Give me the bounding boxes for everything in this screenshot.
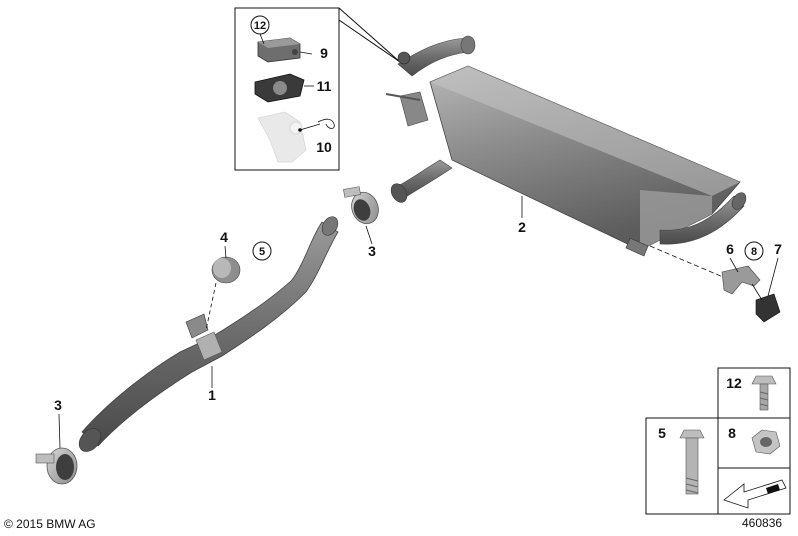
copyright-notice: © 2015 BMW AG [4,517,96,531]
rubber-mount [205,256,241,331]
clamp-upper [343,186,379,225]
legend-nut-number: 8 [728,425,736,441]
clamp-lower [35,447,78,485]
screw-long-icon [679,429,705,495]
legend-screw-short-number: 12 [726,375,742,391]
callout-gasket: 11 [317,78,332,94]
callout-clamp-lower: 3 [54,397,62,413]
rear-silencer [385,35,747,257]
leader-lines [58,196,779,449]
nut-icon [751,429,781,455]
callout-bracket-screw: 8 [751,246,757,258]
callout-actuator-screw: 12 [254,20,266,32]
callout-rubber-mount: 4 [220,229,228,245]
callout-bracket: 6 [726,241,734,257]
callout-clamp-upper: 3 [368,243,376,259]
callout-mount-screw: 5 [259,246,265,258]
arrow-symbol-icon [723,479,787,509]
rear-bracket [649,245,781,323]
callout-vacuum-cell: 10 [316,139,332,155]
screw-short-icon [751,375,777,411]
circle-mount-screw [252,241,272,261]
circle-bracket-screw [744,241,764,261]
diagram-id: 460836 [742,516,783,530]
callout-rear-silencer: 2 [518,219,526,235]
callout-front-pipe: 1 [208,387,216,403]
hardware-legend [645,367,791,515]
flap-actuator-part [257,37,301,63]
actuator-detail-inset [234,7,401,171]
legend-screw-long-number: 5 [658,425,666,441]
callout-bracket-rubber: 7 [774,241,782,257]
front-pipe [78,216,339,452]
gasket-part [254,73,305,103]
callout-flap-actuator: 9 [320,45,328,61]
